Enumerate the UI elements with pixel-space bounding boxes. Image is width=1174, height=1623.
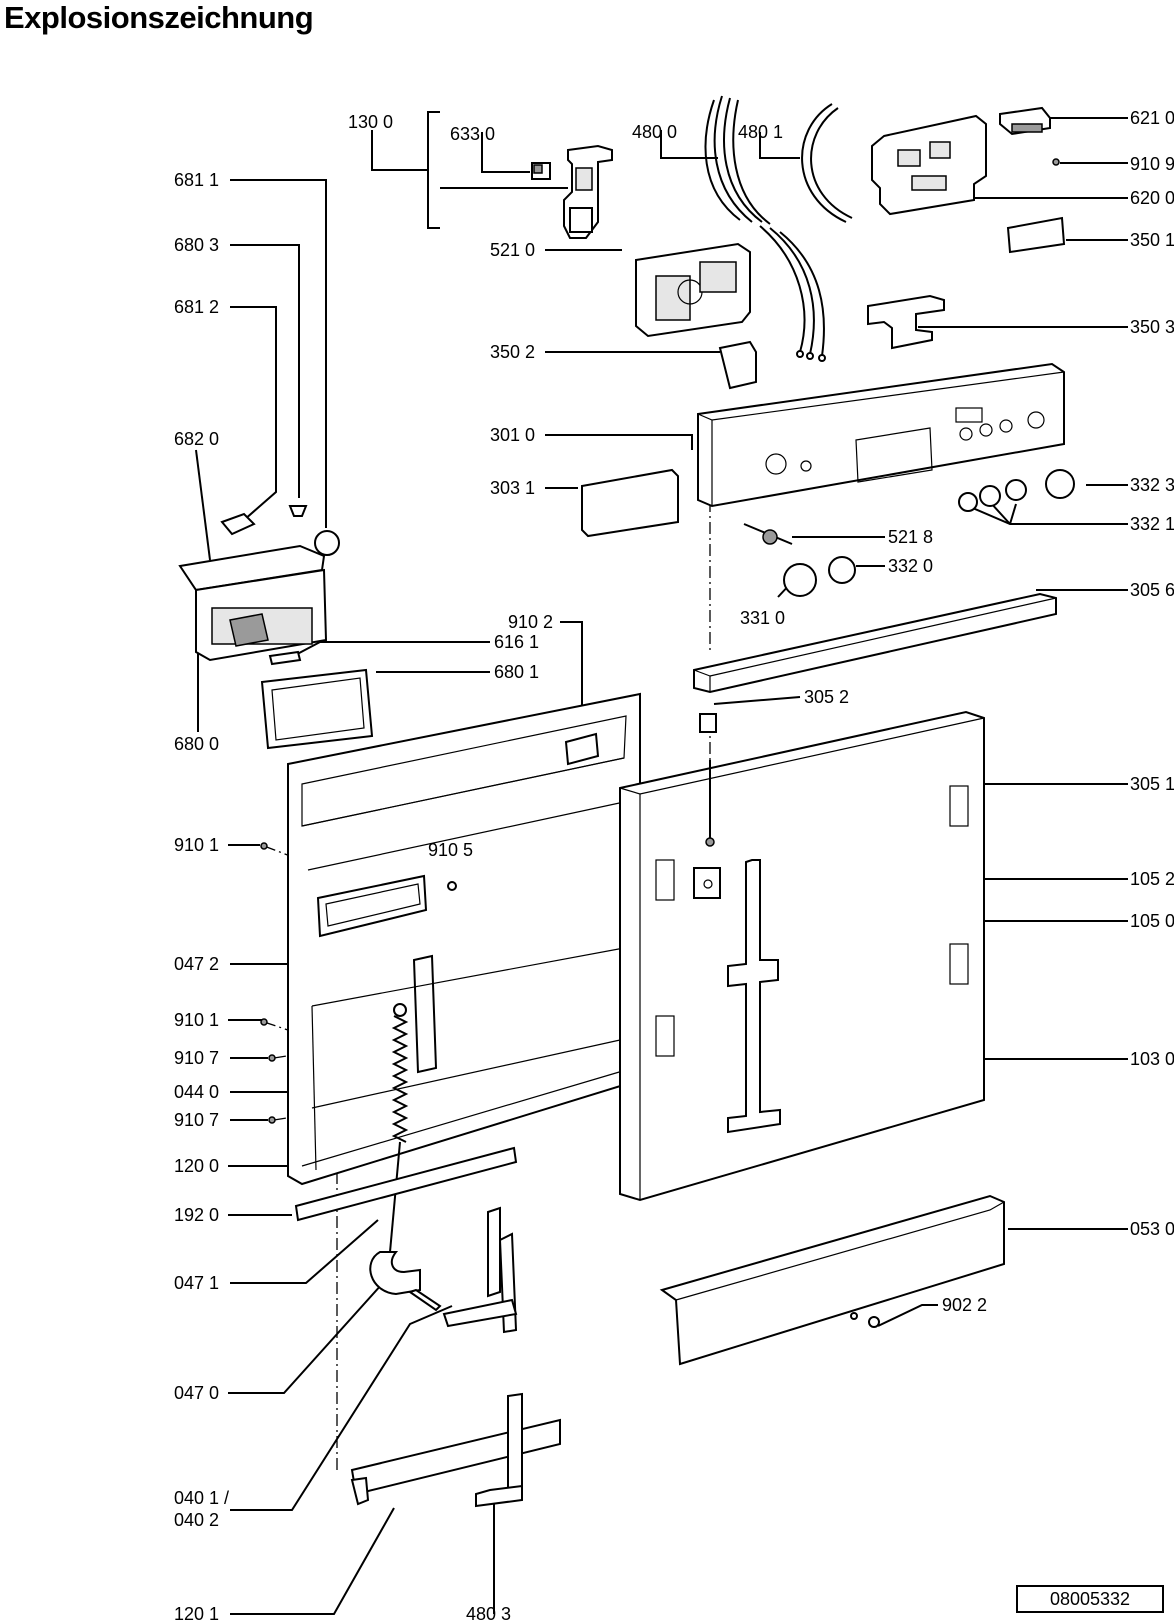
control-board — [635, 242, 757, 390]
label-616-1: 616 1 — [494, 632, 539, 652]
label-910-1-a: 910 1 — [174, 835, 219, 855]
label-105-2: 105 2 — [1130, 869, 1174, 889]
electronic-module — [867, 106, 1066, 350]
spring-hinge — [369, 1003, 518, 1334]
label-047-0: 047 0 — [174, 1383, 219, 1403]
label-120-1: 120 1 — [174, 1604, 219, 1623]
label-350-1: 350 1 — [1130, 230, 1174, 250]
label-301-0: 301 0 — [490, 425, 535, 445]
label-480-0: 480 0 — [632, 122, 677, 142]
label-480-1: 480 1 — [738, 122, 783, 142]
label-633-0: 633 0 — [450, 124, 495, 144]
label-910-9: 910 9 — [1130, 154, 1174, 174]
label-303-1: 303 1 — [490, 478, 535, 498]
label-332-1: 332 1 — [1130, 514, 1174, 534]
label-621-0: 621 0 — [1130, 108, 1174, 128]
label-680-0: 680 0 — [174, 734, 219, 754]
trim-strip — [693, 592, 1057, 733]
label-350-3: 350 3 — [1130, 317, 1174, 337]
label-680-1: 680 1 — [494, 662, 539, 682]
label-521-0: 521 0 — [490, 240, 535, 260]
label-480-3: 480 3 — [466, 1604, 511, 1623]
label-902-2: 902 2 — [942, 1295, 987, 1315]
label-332-0: 332 0 — [888, 556, 933, 576]
label-620-0: 620 0 — [1130, 188, 1174, 208]
bottom-parts — [294, 1146, 1005, 1508]
label-910-2: 910 2 — [508, 612, 553, 632]
label-681-2: 681 2 — [174, 297, 219, 317]
label-682-0: 682 0 — [174, 429, 219, 449]
door-lock-assembly — [531, 144, 613, 239]
label-681-1: 681 1 — [174, 170, 219, 190]
label-910-5: 910 5 — [428, 840, 473, 860]
page-title: Explosionszeichnung — [4, 0, 314, 35]
label-192-0: 192 0 — [174, 1205, 219, 1225]
label-331-0: 331 0 — [740, 608, 785, 628]
label-130-0: 130 0 — [348, 112, 393, 132]
wiring-harness — [704, 95, 853, 362]
label-305-2: 305 2 — [804, 687, 849, 707]
label-680-3: 680 3 — [174, 235, 219, 255]
label-910-1-b: 910 1 — [174, 1010, 219, 1030]
label-120-0: 120 0 — [174, 1156, 219, 1176]
label-105-0: 105 0 — [1130, 911, 1174, 931]
outer-door-panel — [619, 710, 985, 1202]
label-040-1: 040 1 / — [174, 1488, 229, 1508]
label-103-0: 103 0 — [1130, 1049, 1174, 1069]
screws — [260, 842, 457, 1124]
detergent-dispenser — [178, 505, 374, 750]
document-number: 08005332 — [1016, 1585, 1164, 1613]
label-305-6: 305 6 — [1130, 580, 1174, 600]
label-047-1: 047 1 — [174, 1273, 219, 1293]
label-332-3: 332 3 — [1130, 475, 1174, 495]
inner-door — [287, 692, 641, 1186]
part-labels: 130 0 633 0 480 0 480 1 621 0 910 9 620 … — [174, 108, 1174, 1623]
label-305-1: 305 1 — [1130, 774, 1174, 794]
label-350-2: 350 2 — [490, 342, 535, 362]
label-910-7-a: 910 7 — [174, 1048, 219, 1068]
knobs — [743, 469, 1075, 597]
label-047-2: 047 2 — [174, 954, 219, 974]
label-910-7-b: 910 7 — [174, 1110, 219, 1130]
label-040-2: 040 2 — [174, 1510, 219, 1530]
label-053-0: 053 0 — [1130, 1219, 1174, 1239]
control-panel — [581, 362, 1065, 538]
label-044-0: 044 0 — [174, 1082, 219, 1102]
label-521-8: 521 8 — [888, 527, 933, 547]
